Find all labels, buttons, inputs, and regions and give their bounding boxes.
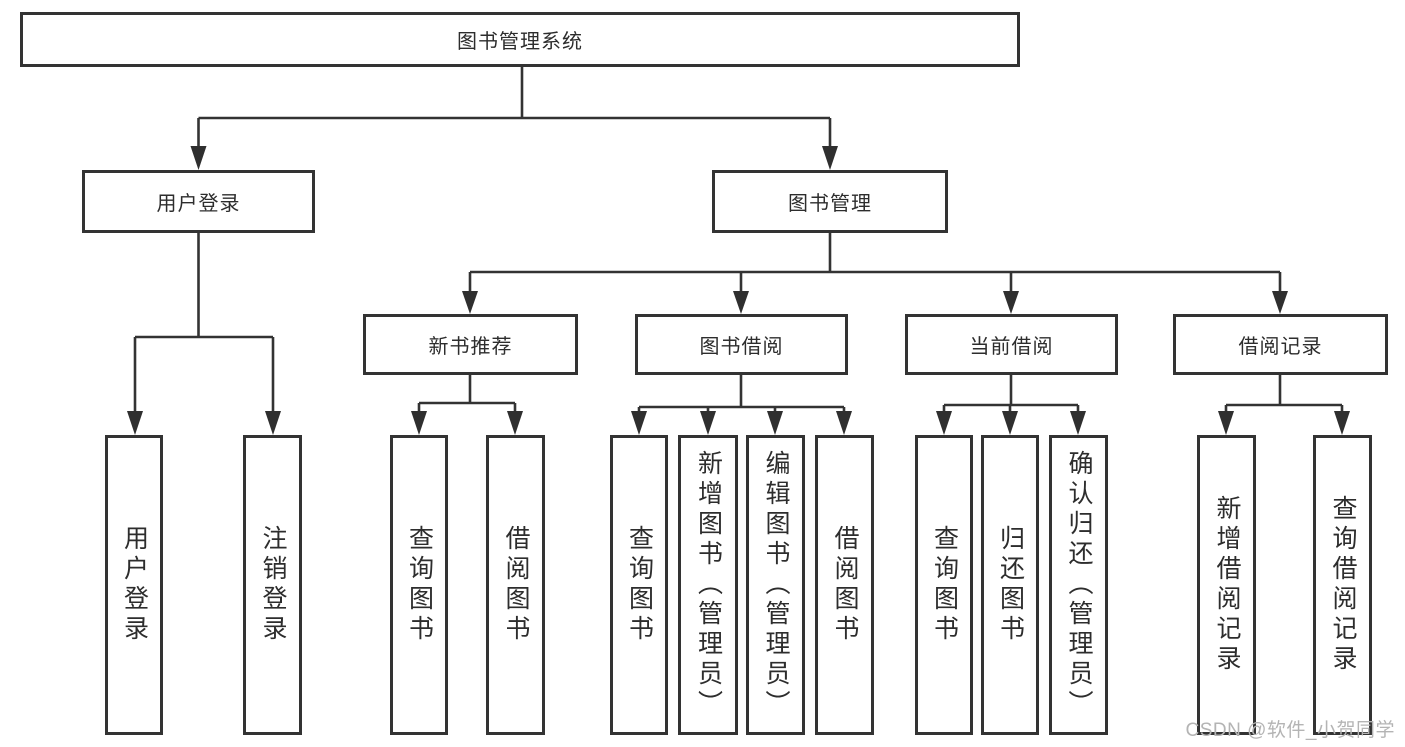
node-label: 归还图书: [996, 525, 1025, 645]
node-label: 用户登录: [156, 193, 241, 215]
node-label: 查询图书: [930, 525, 959, 645]
leaf-borrow-books-1: 借阅图书: [486, 435, 545, 735]
node-label: 图书管理系统: [457, 31, 583, 53]
leaf-return-books: 归还图书: [981, 435, 1039, 735]
node-label: 查询借阅记录: [1329, 495, 1357, 675]
leaf-borrow-books-2: 借阅图书: [815, 435, 874, 735]
csdn-watermark: CSDN @软件_小贺同学: [1185, 720, 1395, 741]
node-label: 用户登录: [120, 525, 149, 645]
node-label: 注销登录: [259, 525, 287, 645]
arrowheads: [127, 146, 1350, 435]
node-book-management: 图书管理: [712, 170, 948, 233]
node-book-borrow: 图书借阅: [635, 314, 848, 375]
node-label: 借阅图书: [502, 525, 530, 645]
node-label: 借阅记录: [1238, 336, 1323, 358]
node-label: 查询图书: [625, 525, 654, 645]
leaf-confirm-return-admin: 确认归还（管理员）: [1049, 435, 1108, 735]
node-label: 借阅图书: [831, 525, 859, 645]
leaf-add-borrow-record: 新增借阅记录: [1197, 435, 1256, 735]
node-user-login-group: 用户登录: [82, 170, 315, 233]
node-label: 确认归还（管理员）: [1065, 450, 1093, 720]
leaf-query-borrow-record: 查询借阅记录: [1313, 435, 1372, 735]
node-label: 新增图书（管理员）: [694, 450, 723, 720]
node-label: 新书推荐: [428, 336, 513, 358]
node-borrow-records: 借阅记录: [1173, 314, 1388, 375]
leaf-query-books-2: 查询图书: [610, 435, 668, 735]
leaf-edit-books-admin: 编辑图书（管理员）: [746, 435, 805, 735]
node-label: 图书管理: [788, 193, 872, 215]
leaf-user-login: 用户登录: [105, 435, 163, 735]
node-label: 查询图书: [405, 525, 434, 645]
leaf-query-books-1: 查询图书: [390, 435, 448, 735]
node-new-book-recommend: 新书推荐: [363, 314, 578, 375]
leaf-query-books-3: 查询图书: [915, 435, 973, 735]
node-label: 新增借阅记录: [1213, 495, 1241, 675]
node-label: 编辑图书（管理员）: [762, 450, 790, 720]
node-root-system: 图书管理系统: [20, 12, 1020, 67]
node-label: 图书借阅: [699, 336, 784, 358]
node-current-borrow: 当前借阅: [905, 314, 1118, 375]
leaf-add-books-admin: 新增图书（管理员）: [678, 435, 738, 735]
node-label: 当前借阅: [969, 336, 1054, 358]
leaf-logout: 注销登录: [243, 435, 302, 735]
